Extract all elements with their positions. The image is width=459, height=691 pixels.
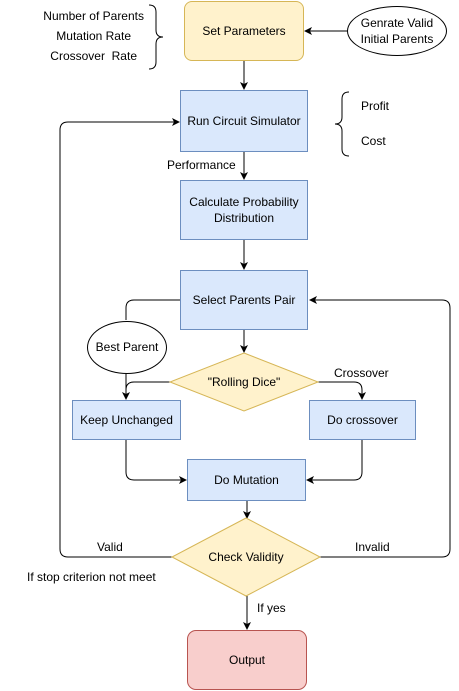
select-parents-node: Select Parents Pair	[180, 270, 308, 330]
objective-item: Cost	[361, 134, 386, 148]
edge-dice-to-keep	[125, 381, 170, 391]
edges	[59, 27, 451, 630]
performance-label: Performance	[167, 158, 236, 172]
do-mutation-node: Do Mutation	[187, 459, 306, 501]
set-parameters-node: Set Parameters	[184, 1, 304, 61]
parameters-brace	[148, 4, 164, 70]
edge-crossover-to-mutation	[306, 440, 363, 484]
check-validity-diamond	[170, 517, 322, 597]
valid-label: Valid	[97, 540, 123, 554]
edge-select-to-keep	[125, 299, 180, 320]
check-validity-label: Check Validity	[208, 550, 284, 564]
do-crossover-node: Do crossover	[309, 400, 416, 440]
run-simulator-node: Run Circuit Simulator	[180, 90, 308, 152]
if-yes-label: If yes	[257, 601, 286, 615]
keep-unchanged-node: Keep Unchanged	[72, 400, 181, 440]
edge-keep-to-mutation	[125, 440, 187, 484]
stop-criterion-label: If stop criterion not meet	[27, 570, 156, 584]
invalid-label: Invalid	[355, 540, 390, 554]
parameter-item: Mutation Rate	[56, 29, 131, 43]
best-parent-node: Best Parent	[87, 321, 167, 374]
edge-dice-to-crossover	[318, 381, 366, 400]
rolling-dice-diamond	[168, 352, 320, 412]
edge-validity-to-run	[59, 118, 180, 558]
parameter-item: Crossover Rate	[50, 49, 137, 63]
parameter-item: Number of Parents	[43, 9, 144, 23]
objectives-brace	[334, 91, 350, 157]
edge-validity-to-select	[309, 296, 451, 558]
objective-item: Profit	[361, 99, 390, 113]
output-node: Output	[187, 630, 307, 690]
calc-probability-node: Calculate Probability Distribution	[180, 180, 308, 240]
rolling-dice-label: "Rolling Dice"	[207, 375, 281, 389]
initial-parents-node: Genrate Valid Initial Parents	[347, 6, 447, 56]
crossover-label: Crossover	[334, 366, 389, 380]
